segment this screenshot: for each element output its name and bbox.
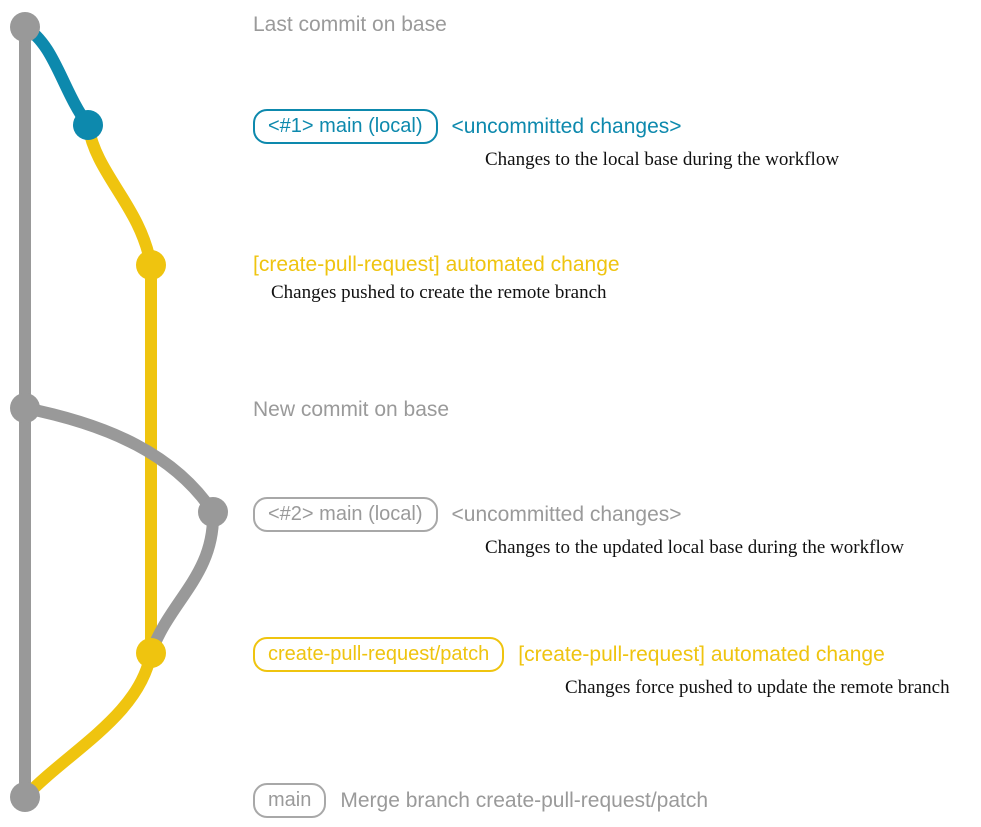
commit-subline: Changes force pushed to update the remot… — [565, 677, 950, 698]
remote-commit-node-1 — [136, 250, 166, 280]
edge-local-2-to-remote-2 — [145, 506, 220, 659]
commit-headline: Last commit on base — [253, 13, 447, 36]
commit-headline: New commit on base — [253, 398, 450, 421]
commit-row-automated-change-1: [create-pull-request] automated change C… — [253, 253, 620, 304]
base-commit-node-top — [10, 12, 40, 42]
commit-row-head: New commit on base — [253, 398, 449, 422]
commit-row-last-commit-on-base: Last commit on base — [253, 13, 447, 37]
commit-headline: [create-pull-request] automated change — [253, 253, 620, 276]
branch-badge-main-local-1[interactable]: <#1> main (local) — [253, 109, 438, 144]
commit-headline: <uncommitted changes> — [451, 114, 682, 138]
commit-headline: Merge branch create-pull-request/patch — [340, 788, 709, 812]
commit-row-head: create-pull-request/patch [create-pull-r… — [253, 637, 950, 672]
commit-row-head: Last commit on base — [253, 13, 447, 37]
commit-row-local-change-2: <#2> main (local) <uncommitted changes> … — [253, 497, 904, 559]
branch-badge-create-pull-request-patch[interactable]: create-pull-request/patch — [253, 637, 505, 672]
base-commit-node-middle — [10, 393, 40, 423]
commit-row-head: <#2> main (local) <uncommitted changes> — [253, 497, 904, 532]
base-commit-node-bottom — [10, 782, 40, 812]
commit-row-head: [create-pull-request] automated change — [253, 253, 620, 277]
commit-headline: <uncommitted changes> — [451, 502, 682, 526]
branch-badge-main-local-2[interactable]: <#2> main (local) — [253, 497, 438, 532]
commit-subline: Changes to the updated local base during… — [485, 537, 904, 558]
branch-badge-main[interactable]: main — [253, 783, 327, 818]
local-commit-node-1 — [73, 110, 103, 140]
commit-row-automated-change-2: create-pull-request/patch [create-pull-r… — [253, 637, 950, 699]
commit-row-head: main Merge branch create-pull-request/pa… — [253, 783, 708, 818]
commit-row-merge-commit: main Merge branch create-pull-request/pa… — [253, 783, 708, 818]
commit-row-head: <#1> main (local) <uncommitted changes> — [253, 109, 839, 144]
graph-nodes — [10, 12, 228, 812]
edge-remote-2-to-base-bottom — [19, 647, 157, 803]
commit-row-local-change-1: <#1> main (local) <uncommitted changes> … — [253, 109, 839, 171]
local-commit-node-2 — [198, 497, 228, 527]
commit-subline: Changes pushed to create the remote bran… — [271, 282, 607, 303]
edge-local-1-to-remote-1 — [82, 119, 157, 271]
commit-subline: Changes to the local base during the wor… — [485, 149, 840, 170]
commit-row-new-commit-on-base: New commit on base — [253, 398, 449, 422]
remote-commit-node-2 — [136, 638, 166, 668]
edge-base-middle-to-local-2 — [19, 402, 219, 518]
commit-headline: [create-pull-request] automated change — [518, 642, 885, 666]
